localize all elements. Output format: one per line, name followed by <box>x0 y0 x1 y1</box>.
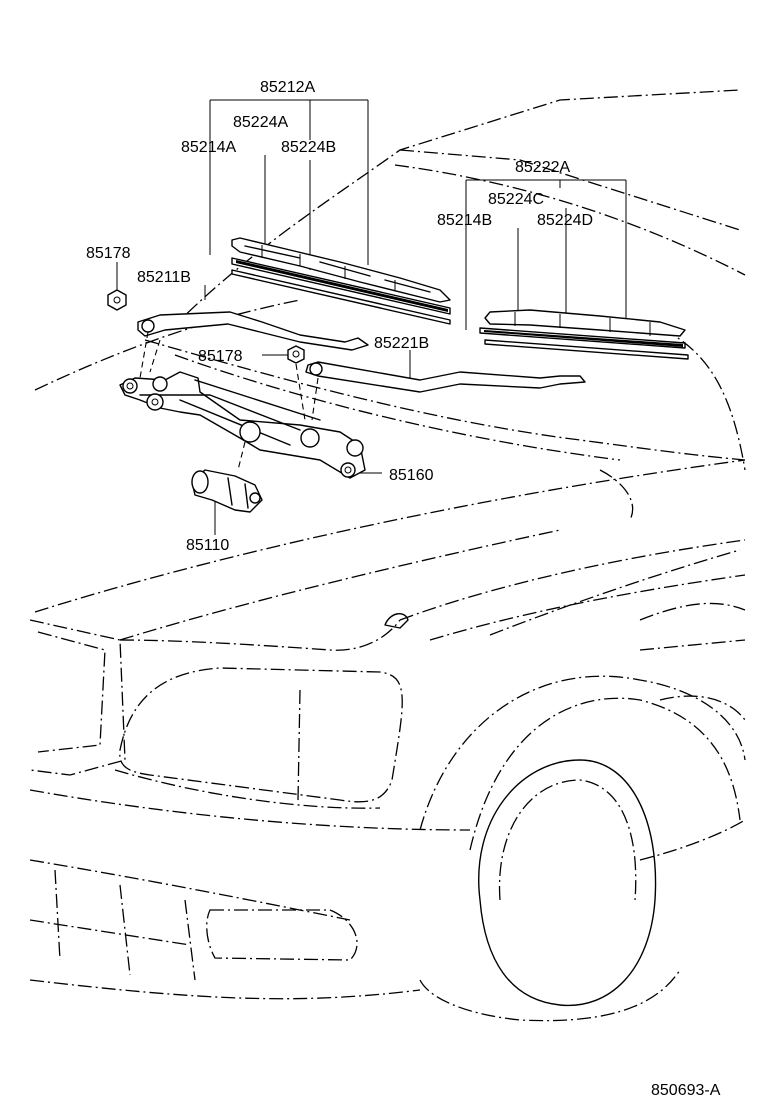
right-wiper-arm <box>305 361 586 393</box>
label-85160: 85160 <box>389 467 434 484</box>
label-85178-lower: 85178 <box>198 348 243 365</box>
label-85224C: 85224C <box>488 191 544 208</box>
label-85211B: 85211B <box>137 269 191 286</box>
label-85222A: 85222A <box>515 159 570 176</box>
left-wiper-arm <box>137 311 369 351</box>
leader-lines <box>116 99 627 535</box>
label-85224D: 85224D <box>537 212 593 229</box>
nuts <box>107 289 305 364</box>
left-wiper-blade <box>231 237 451 325</box>
label-85224A: 85224A <box>233 114 288 131</box>
right-wiper-blade <box>479 309 689 360</box>
wiper-motor <box>191 469 263 513</box>
part-labels: 85212A 85224A 85214A 85224B 85222A 85224… <box>86 79 721 1099</box>
label-85212A: 85212A <box>260 79 315 96</box>
car-body-outline <box>29 89 746 1022</box>
label-85178-upper: 85178 <box>86 245 131 262</box>
label-85224B: 85224B <box>281 139 336 156</box>
label-85110: 85110 <box>186 537 229 554</box>
label-85214B: 85214B <box>437 212 492 229</box>
label-85221B: 85221B <box>374 335 429 352</box>
label-85214A: 85214A <box>181 139 236 156</box>
figure-id: 850693-A <box>651 1082 721 1099</box>
wiper-link-assembly <box>119 331 366 479</box>
